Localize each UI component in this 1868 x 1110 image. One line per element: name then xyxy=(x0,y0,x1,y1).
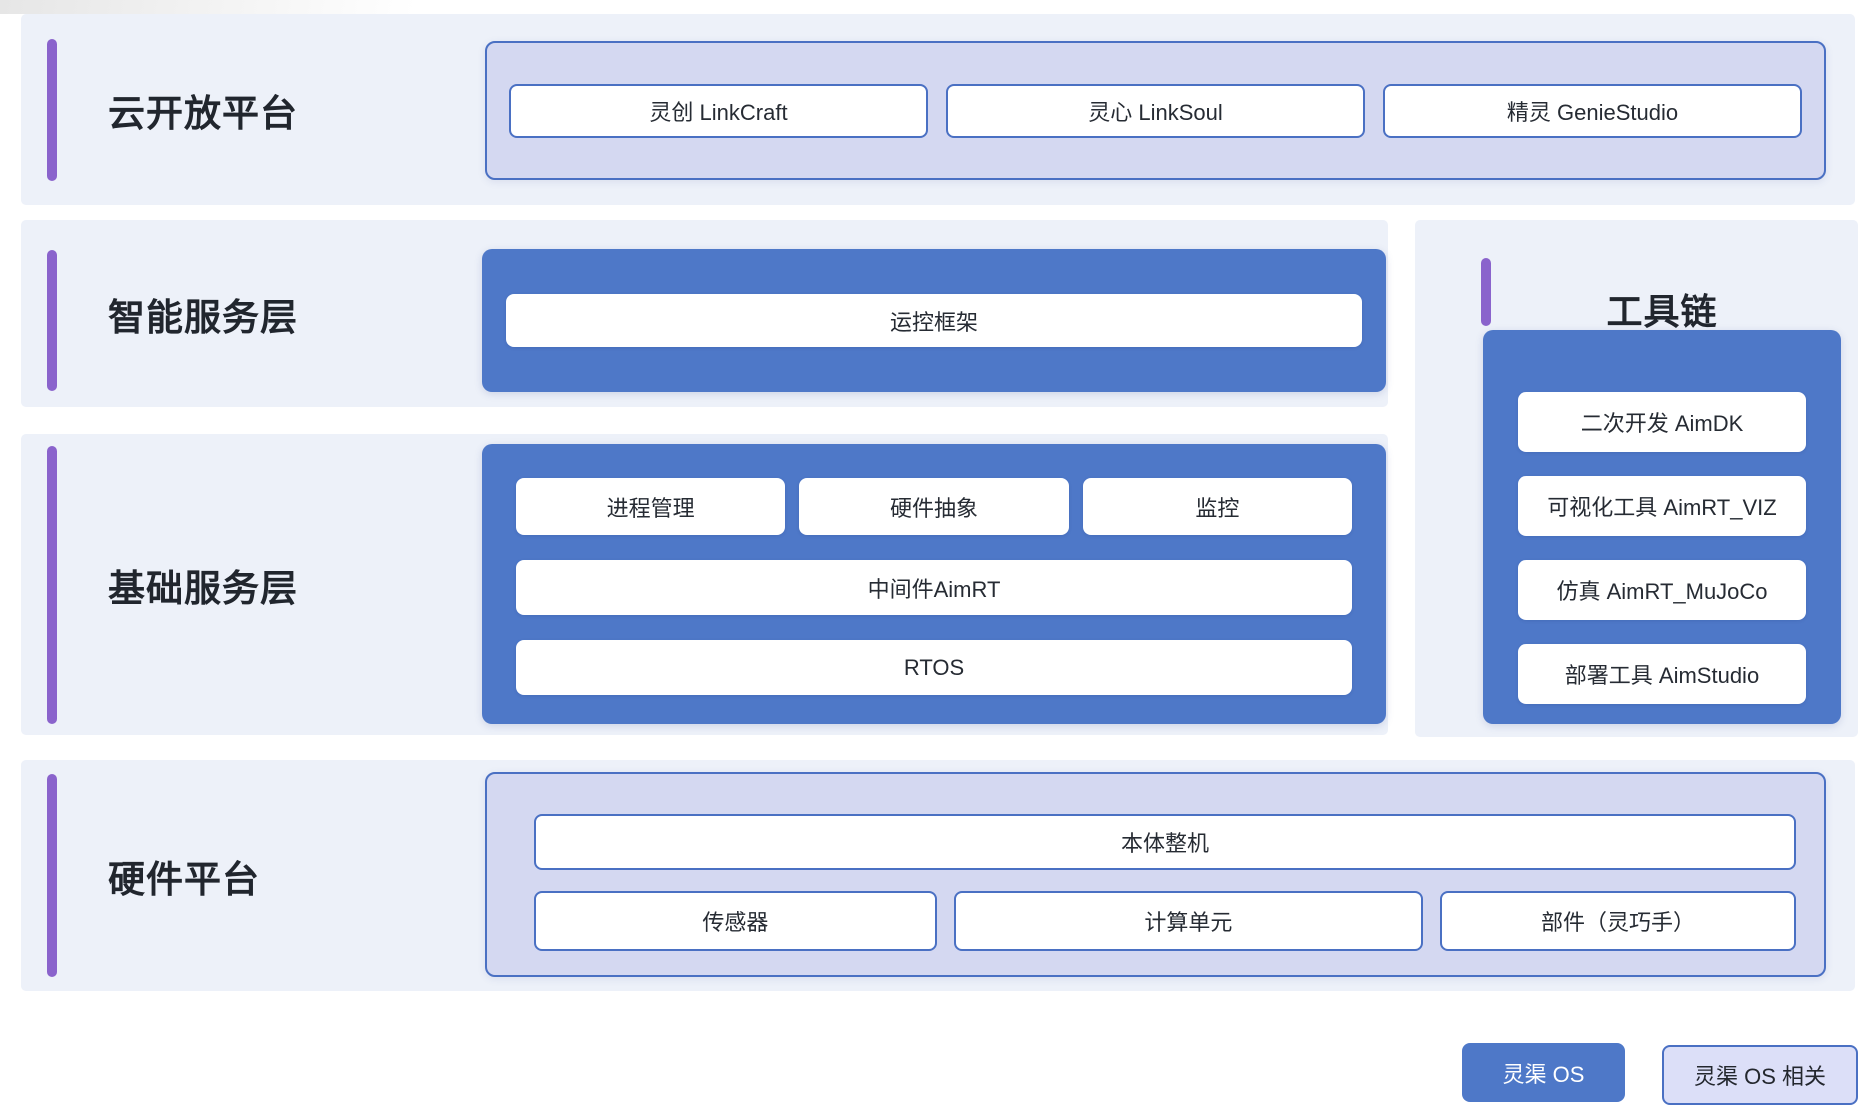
legend-lingqu-os-related: 灵渠 OS 相关 xyxy=(1662,1045,1858,1105)
node-process-management: 进程管理 xyxy=(516,478,786,535)
section-intelligent-service-layer: 智能服务层 运控框架 xyxy=(21,220,1388,407)
section-title-base: 基础服务层 xyxy=(108,567,298,609)
base-container: 进程管理 硬件抽象 监控 中间件AimRT RTOS xyxy=(482,444,1386,724)
intelligent-container: 运控框架 xyxy=(482,249,1386,392)
accent-bar xyxy=(47,774,57,977)
node-robot-body: 本体整机 xyxy=(534,814,1796,870)
section-toolchain: 工具链 二次开发 AimDK 可视化工具 AimRT_VIZ 仿真 AimRT_… xyxy=(1415,220,1858,737)
node-linkcraft: 灵创 LinkCraft xyxy=(509,83,928,138)
accent-bar xyxy=(47,250,57,391)
cloud-container: 灵创 LinkCraft 灵心 LinkSoul 精灵 GenieStudio xyxy=(485,41,1826,180)
node-sensors: 传感器 xyxy=(534,891,937,951)
node-aimrt-mujoco: 仿真 AimRT_MuJoCo xyxy=(1518,560,1806,620)
legend-lingqu-os: 灵渠 OS xyxy=(1462,1043,1625,1102)
top-shade-gradient xyxy=(0,0,640,14)
base-top-row: 进程管理 硬件抽象 监控 xyxy=(516,478,1352,535)
node-aimstudio: 部署工具 AimStudio xyxy=(1518,644,1806,704)
node-rtos: RTOS xyxy=(516,640,1352,695)
section-title-hardware: 硬件平台 xyxy=(108,858,260,900)
section-title-cloud: 云开放平台 xyxy=(108,92,298,134)
node-geniestudio: 精灵 GenieStudio xyxy=(1383,83,1802,138)
accent-bar xyxy=(1481,258,1491,326)
node-hardware-abstraction: 硬件抽象 xyxy=(799,478,1069,535)
node-middleware-aimrt: 中间件AimRT xyxy=(516,560,1352,615)
accent-bar xyxy=(47,446,57,724)
node-monitoring: 监控 xyxy=(1082,478,1352,535)
section-hardware-platform: 硬件平台 本体整机 传感器 计算单元 部件（灵巧手） xyxy=(21,760,1855,991)
section-title-intelligent: 智能服务层 xyxy=(108,296,298,338)
hardware-container: 本体整机 传感器 计算单元 部件（灵巧手） xyxy=(485,772,1826,977)
node-motion-control-framework: 运控框架 xyxy=(506,294,1362,347)
node-compute-unit: 计算单元 xyxy=(953,891,1424,951)
section-base-service-layer: 基础服务层 进程管理 硬件抽象 监控 中间件AimRT RTOS xyxy=(21,434,1388,735)
hardware-bottom-row: 传感器 计算单元 部件（灵巧手） xyxy=(534,891,1796,951)
toolchain-container: 二次开发 AimDK 可视化工具 AimRT_VIZ 仿真 AimRT_MuJo… xyxy=(1483,330,1841,724)
node-aimrt-viz: 可视化工具 AimRT_VIZ xyxy=(1518,476,1806,536)
section-cloud-platform: 云开放平台 灵创 LinkCraft 灵心 LinkSoul 精灵 GenieS… xyxy=(21,14,1855,205)
node-aimdk: 二次开发 AimDK xyxy=(1518,392,1806,452)
accent-bar xyxy=(47,39,57,181)
node-linksoul: 灵心 LinkSoul xyxy=(946,83,1365,138)
section-title-toolchain: 工具链 xyxy=(1606,291,1718,332)
node-components-dexterous-hand: 部件（灵巧手） xyxy=(1440,891,1796,951)
